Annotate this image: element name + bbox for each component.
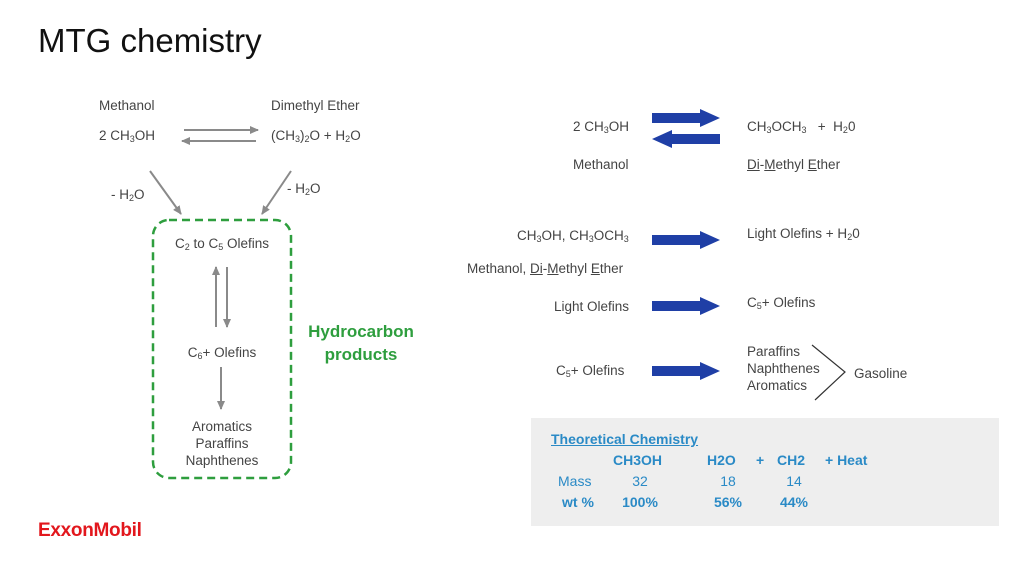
dme-to-olefins-arrow — [261, 170, 292, 215]
c2-c5-olefins: C2 to C5 Olefins — [174, 236, 270, 252]
products-list: Aromatics Paraffins Naphthenes — [153, 418, 291, 469]
wt-value: 100% — [622, 494, 658, 510]
minus-water-left: - H2O — [111, 187, 145, 203]
gasoline-label: Gasoline — [854, 366, 908, 381]
theory-heat: + Heat — [825, 452, 868, 468]
wt-value: 56% — [713, 494, 743, 510]
r1-reverse-arrow — [652, 130, 720, 148]
theoretical-chemistry-panel — [531, 418, 999, 526]
r1-forward-arrow — [652, 109, 720, 127]
dme-formula: (CH3)2O + H2O — [271, 128, 361, 144]
r4-arrow — [652, 362, 720, 380]
exxonmobil-logo: ExxonMobil — [38, 520, 142, 541]
c6-olefins: C6+ Olefins — [187, 345, 257, 361]
theory-reactant: CH3OH — [613, 452, 663, 468]
r1-left: 2 CH3OH — [573, 119, 630, 135]
r2-left: CH3OH, CH3OCH3 — [517, 228, 629, 244]
gasoline-component: Naphthenes — [747, 361, 820, 376]
methanol-to-olefins-arrow — [149, 170, 182, 215]
r3-left: Light Olefins — [554, 299, 630, 314]
product-item: Aromatics — [191, 419, 252, 434]
r2-left-name: Methanol, Di-Methyl Ether — [467, 261, 624, 276]
product-item: Paraffins — [195, 436, 249, 451]
methanol-formula: 2 CH3OH — [99, 128, 156, 144]
r2-right: Light Olefins + H20 — [747, 226, 860, 242]
wt-value: 44% — [779, 494, 809, 510]
mass-value: 14 — [786, 473, 802, 489]
gasoline-component: Paraffins — [747, 344, 801, 359]
mass-label: Mass — [558, 473, 592, 489]
r2-arrow — [652, 231, 720, 249]
r3-right: C5+ Olefins — [747, 295, 816, 311]
gasoline-component: Aromatics — [747, 378, 808, 393]
mass-value: 32 — [632, 473, 648, 489]
gasoline-bracket — [811, 344, 846, 401]
wt-label: wt % — [562, 494, 594, 510]
r1-right-name: Di-Methyl Ether — [747, 157, 841, 172]
theory-plus: + — [756, 452, 765, 468]
minus-water-right: - H2O — [287, 181, 321, 197]
r1-left-name: Methanol — [573, 157, 629, 172]
r1-right: CH3OCH3 + H20 — [747, 119, 856, 135]
slide-title: MTG chemistry — [38, 22, 262, 59]
gasoline-components: Paraffins Naphthenes Aromatics — [747, 343, 820, 394]
hydrocarbon-products-box — [151, 218, 293, 480]
theory-product-water: H2O — [707, 452, 736, 468]
product-item: Naphthenes — [185, 453, 259, 468]
r4-left: C5+ Olefins — [556, 363, 625, 379]
theoretical-chemistry-title: Theoretical Chemistry — [551, 431, 699, 447]
hydrocarbon-products-label: Hydrocarbon products — [308, 322, 414, 364]
theory-product-ch2: CH2 — [777, 452, 806, 468]
methanol-label: Methanol — [99, 98, 155, 113]
mass-value: 18 — [720, 473, 736, 489]
r3-arrow — [652, 297, 720, 315]
dme-label: Dimethyl Ether — [271, 98, 360, 113]
